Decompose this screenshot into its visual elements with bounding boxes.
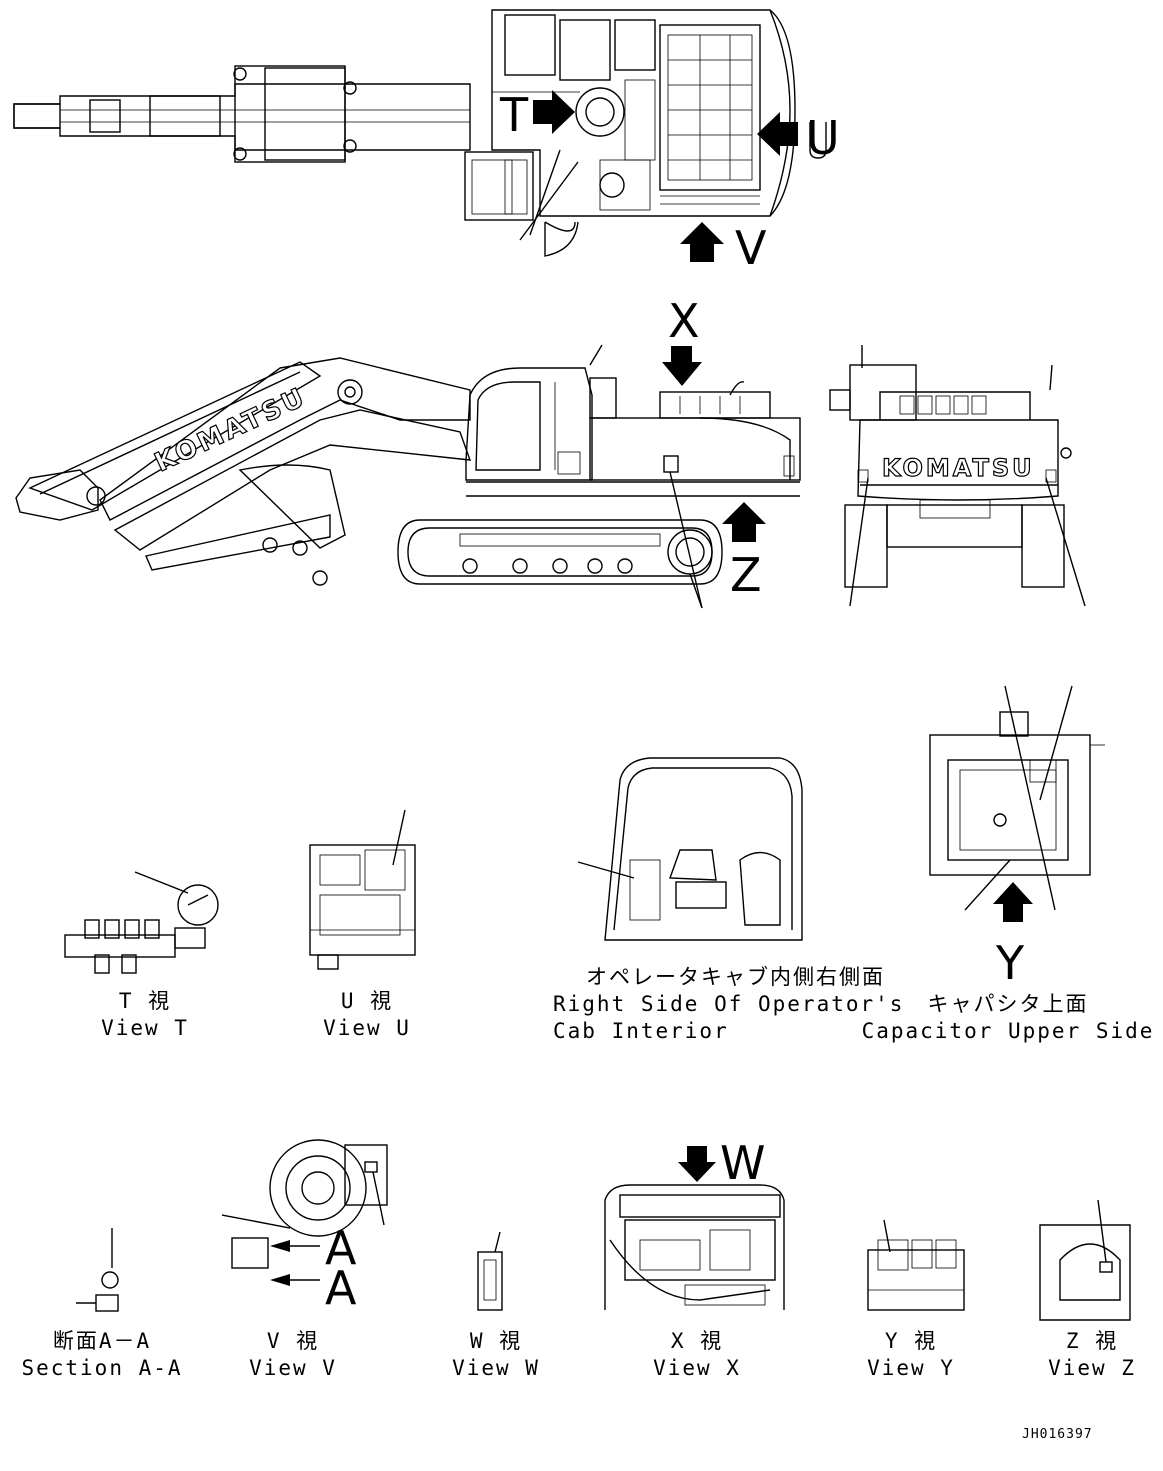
view-letter-x: X	[668, 294, 700, 348]
caption-view-x-jp: X 視	[670, 1329, 724, 1353]
caption-capacitor-en: Capacitor Upper Side	[861, 1019, 1155, 1043]
caption-cab-interior-en-1: Right Side Of Operator's	[553, 992, 905, 1016]
caption-capacitor-jp: キャパシタ上面	[927, 992, 1089, 1016]
caption-view-t-en: View T	[101, 1016, 189, 1040]
view-x-drawing	[604, 1184, 785, 1310]
caption-view-y-jp: Y 視	[884, 1329, 938, 1353]
view-letter-w: W	[720, 1136, 766, 1190]
caption-view-x-en: View X	[653, 1356, 741, 1380]
caption-view-t-jp: T 視	[118, 989, 172, 1013]
caption-cab-interior-jp: オペレータキャブ内側右側面	[586, 965, 885, 989]
caption-cab-interior-en-2: Cab Interior	[553, 1019, 729, 1043]
view-t-drawing	[64, 871, 219, 974]
side-view-excavator	[15, 344, 801, 609]
caption-view-v-jp: V 視	[266, 1329, 320, 1353]
view-v-drawing	[221, 1139, 388, 1286]
caption-section-aa-en: Section A-A	[21, 1356, 183, 1380]
caption-view-u-jp: U 視	[340, 989, 394, 1013]
caption-view-z-jp: Z 視	[1065, 1329, 1119, 1353]
rear-brand-marking: KOMATSU	[882, 454, 1035, 482]
caption-view-v-en: View V	[249, 1356, 337, 1380]
view-z-drawing	[1039, 1199, 1131, 1321]
document-id: JH016397	[1022, 1427, 1093, 1442]
caption-view-z-en: View Z	[1048, 1356, 1136, 1380]
caption-view-u-en: View U	[323, 1016, 411, 1040]
caption-view-y-en: View Y	[867, 1356, 955, 1380]
caption-view-w-jp: W 視	[469, 1329, 523, 1353]
caption-section-aa-jp: 断面A－A	[52, 1329, 152, 1353]
view-letter-v: V	[735, 221, 767, 275]
view-letter-y: Y	[996, 936, 1025, 990]
caption-view-w-en: View W	[452, 1356, 540, 1380]
view-u-drawing	[309, 809, 416, 970]
view-letter-u: U	[806, 111, 840, 165]
view-w-drawing	[477, 1231, 503, 1311]
rear-view-excavator	[829, 345, 1086, 607]
capacitor-drawing	[929, 685, 1105, 911]
view-arrows-side	[662, 346, 766, 542]
cab-interior-drawing	[577, 757, 803, 941]
view-letter-z: Z	[730, 548, 762, 602]
view-letter-t: T	[500, 88, 529, 142]
section-aa-drawing	[76, 1228, 119, 1312]
section-letter-a-lower: A	[325, 1261, 357, 1315]
view-arrows-plan	[533, 90, 827, 262]
view-arrow-w	[678, 1146, 716, 1182]
section-letter-a-upper: A	[325, 1221, 357, 1275]
view-arrow-y	[993, 882, 1033, 922]
top-plan-view	[13, 9, 796, 257]
view-y-drawing	[867, 1219, 965, 1311]
